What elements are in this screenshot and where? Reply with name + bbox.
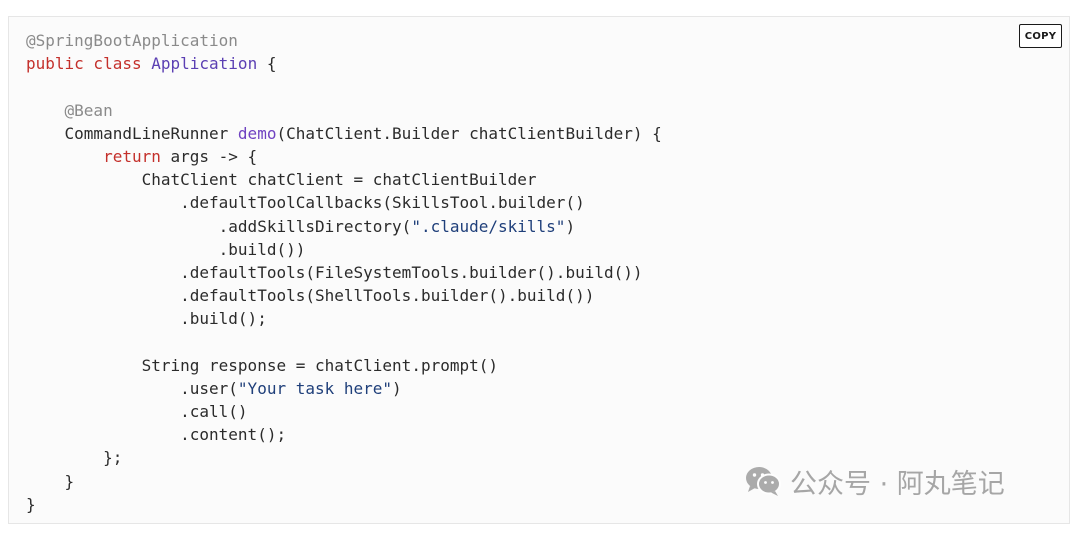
wechat-icon xyxy=(744,464,782,498)
code-token: } xyxy=(26,471,75,491)
code-token: demo xyxy=(237,123,277,143)
code-token xyxy=(26,101,65,120)
code-token: String response = chatClient.prompt() xyxy=(26,355,499,375)
code-token: return xyxy=(103,146,161,166)
code-token: ChatClient chatClient = chatClientBuilde… xyxy=(26,170,537,190)
code-token: (ChatClient.Builder chatClientBuilder) { xyxy=(276,123,662,143)
code-line: .build()) xyxy=(26,238,662,261)
code-block: @SpringBootApplication public class Appli… xyxy=(8,16,1070,524)
code-line: CommandLineRunner demo(ChatClient.Builde… xyxy=(26,122,662,145)
code-token: } xyxy=(26,494,36,514)
code-token: .build(); xyxy=(26,309,267,329)
code-token: .defaultToolCallbacks(SkillsTool.builder… xyxy=(26,193,585,213)
code-line: .build(); xyxy=(26,307,662,330)
code-line: String response = chatClient.prompt() xyxy=(26,354,662,377)
code-line xyxy=(26,75,662,98)
code-token: @SpringBootApplication xyxy=(26,31,238,50)
watermark: 公众号 · 阿丸笔记 xyxy=(744,459,1005,503)
code-token: CommandLineRunner xyxy=(26,123,238,143)
code-line: .defaultTools(FileSystemTools.builder().… xyxy=(26,261,662,284)
code-token: args -> { xyxy=(160,146,258,166)
code-token xyxy=(26,147,103,166)
code-token: }; xyxy=(26,448,123,468)
code-line: } xyxy=(26,493,662,516)
code-line: }; xyxy=(26,446,662,469)
code-token: .defaultTools(ShellTools.builder().build… xyxy=(26,286,595,306)
code-token: .user( xyxy=(26,378,238,398)
code-line: ChatClient chatClient = chatClientBuilde… xyxy=(26,168,662,191)
code-token: .content(); xyxy=(26,425,287,445)
code-line: .user("Your task here") xyxy=(26,377,662,400)
code-token: public class xyxy=(26,54,142,74)
code-token: Application xyxy=(151,54,258,74)
code-line: @SpringBootApplication xyxy=(26,29,662,52)
code-line: } xyxy=(26,470,662,493)
code-line: .addSkillsDirectory(".claude/skills") xyxy=(26,215,662,238)
code-content: @SpringBootApplication public class Appli… xyxy=(26,29,662,516)
code-line: .call() xyxy=(26,400,662,423)
copy-button[interactable]: COPY xyxy=(1019,24,1062,48)
code-line xyxy=(26,330,662,353)
code-token: .defaultTools(FileSystemTools.builder().… xyxy=(26,262,643,282)
code-line: .defaultTools(ShellTools.builder().build… xyxy=(26,284,662,307)
code-token: { xyxy=(257,54,277,74)
code-line: .defaultToolCallbacks(SkillsTool.builder… xyxy=(26,191,662,214)
code-token: ) xyxy=(392,378,402,398)
code-token xyxy=(142,54,152,73)
code-token: ".claude/skills" xyxy=(411,216,566,236)
code-token: .build()) xyxy=(26,239,306,259)
code-token: .addSkillsDirectory( xyxy=(26,216,412,236)
code-token: @Bean xyxy=(64,100,113,120)
code-line: public class Application { xyxy=(26,52,662,75)
watermark-text: 公众号 · 阿丸笔记 xyxy=(790,468,1005,500)
code-token: ) xyxy=(565,216,576,236)
code-line: return args -> { xyxy=(26,145,662,168)
code-line: .content(); xyxy=(26,423,662,446)
code-token: .call() xyxy=(26,402,248,421)
code-token: "Your task here" xyxy=(237,378,393,398)
code-line: @Bean xyxy=(26,99,662,122)
